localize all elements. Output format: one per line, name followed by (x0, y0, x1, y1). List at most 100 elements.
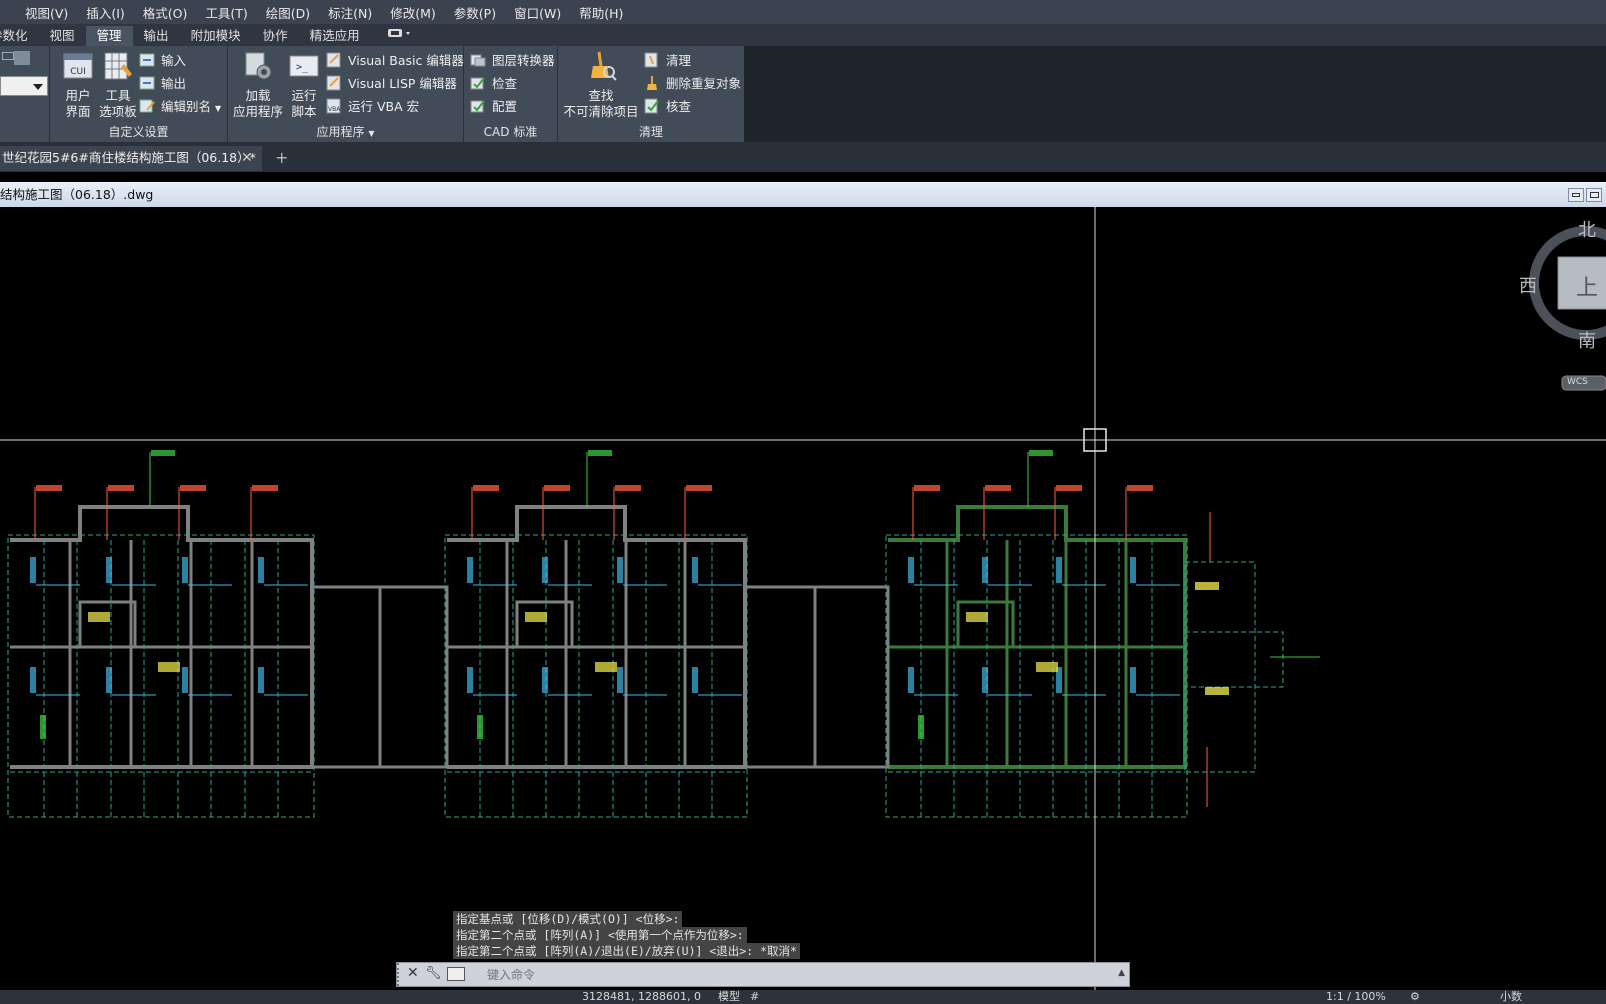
viewcube-north[interactable]: 北 (1578, 220, 1596, 241)
panel-title-customize[interactable]: 自定义设置 (108, 125, 169, 139)
viewcube-ring (1529, 226, 1606, 391)
grid-icon[interactable]: # (750, 990, 760, 1003)
beam-tag (617, 667, 623, 693)
coordinate-readout[interactable]: 3128481, 1288601, 0 (582, 990, 701, 1003)
beam-tag (686, 485, 712, 491)
panel-customize: CUI 用户 界面 工具 选项板 输入 输出 编辑别名 ▼ 自定义设置 (50, 46, 228, 142)
viewcube-south[interactable]: 南 (1578, 331, 1596, 352)
close-icon[interactable]: ✕ (241, 150, 253, 166)
run-script-icon: >_ (289, 55, 319, 77)
beam-outline (444, 534, 748, 818)
load-application-icon (245, 52, 272, 80)
menu-dimension[interactable]: 标注(N) (328, 5, 373, 21)
drawing-window-title: 结构施工图（06.18）.dwg (0, 187, 154, 202)
beam-tag (1205, 687, 1229, 695)
beam-tag (106, 667, 112, 693)
tab-manage[interactable]: 管理 (85, 26, 133, 46)
viewcube-west[interactable]: 西 (1519, 276, 1537, 297)
beam-tag (1029, 450, 1053, 456)
units-display[interactable]: 小数 (1500, 990, 1522, 1003)
close-icon[interactable]: ✕ (407, 965, 419, 981)
export-button[interactable]: 输出 (139, 73, 186, 95)
tab-parametric[interactable]: 参数化 (0, 28, 28, 43)
annotation-scale[interactable]: 1:1 / 100% (1326, 990, 1386, 1003)
workspace-dropdown[interactable] (0, 76, 48, 96)
file-tab-bar: 世纪花园5#6#商住楼结构施工图（06.18）* ✕ + (0, 142, 1606, 172)
maximize-window-button[interactable] (1586, 188, 1602, 202)
file-tab-active[interactable]: 世纪花园5#6#商住楼结构施工图（06.18）* ✕ (0, 146, 262, 171)
wrench-icon[interactable]: 🔧︎ (425, 966, 442, 981)
layer-translator-button[interactable]: 图层转换器 (470, 50, 555, 72)
panel-purge: 查找 不可清除项目 清理 删除重复对象 核查 清理 (558, 46, 744, 142)
menu-insert[interactable]: 插入(I) (86, 5, 125, 21)
audit-button[interactable]: 核查 (644, 96, 691, 118)
model-space-button[interactable]: 模型 (718, 990, 740, 1003)
chevron-down-icon: ▼ (215, 104, 222, 113)
beam-tag (106, 557, 112, 583)
menu-window[interactable]: 窗口(W) (514, 5, 562, 21)
wall-core (515, 600, 574, 649)
chevron-up-icon[interactable]: ▲ (1118, 968, 1125, 978)
command-history: 指定基点或 [位移(D)/模式(O)] <位移>: 指定第二个点或 [阵列(A)… (453, 911, 800, 959)
command-history-line: 指定第二个点或 [阵列(A)] <使用第一个点作为位移>: (453, 927, 747, 943)
ribbon-panel-area: CUI 用户 界面 工具 选项板 输入 输出 编辑别名 ▼ 自定义设置 加载 应… (0, 46, 744, 142)
menu-view[interactable]: 视图(V) (25, 5, 69, 21)
tool-palettes-button[interactable]: 工具 选项板 (94, 50, 142, 120)
drawing-window-titlebar[interactable]: 结构施工图（06.18）.dwg (0, 182, 1606, 207)
purge-button[interactable]: 清理 (644, 50, 691, 72)
new-tab-button[interactable]: + (275, 148, 289, 167)
run-script-button[interactable]: >_ 运行 脚本 (280, 50, 328, 120)
vba-editor-button[interactable]: Visual Basic 编辑器 (326, 50, 464, 72)
user-interface-button[interactable]: CUI 用户 界面 (54, 50, 102, 120)
viewcube-top-face[interactable]: 上 (1576, 276, 1599, 301)
beam-tag (182, 667, 188, 693)
broom-search-icon (591, 51, 617, 81)
check-standards-button[interactable]: 检查 (470, 73, 517, 95)
command-line-grip[interactable] (397, 963, 403, 986)
pickbox-cursor (1083, 428, 1107, 452)
wcs-menu[interactable]: WCS (1567, 377, 1588, 387)
configure-standards-button[interactable]: 配置 (470, 96, 517, 118)
tab-featured-apps[interactable]: 精选应用 (309, 28, 360, 43)
restore-window-button[interactable] (1568, 188, 1584, 202)
configure-standards-icon (470, 100, 485, 113)
beam-tag (1056, 485, 1082, 491)
gear-icon[interactable]: ⚙ (1410, 990, 1420, 1003)
structural-floor-plan[interactable] (0, 207, 1606, 1004)
maximize-icon (1590, 192, 1599, 198)
menu-format[interactable]: 格式(O) (142, 5, 188, 21)
menu-parametric[interactable]: 参数(P) (453, 5, 497, 21)
import-button[interactable]: 输入 (139, 50, 186, 72)
beam-tag (473, 485, 499, 491)
beam-tag (30, 667, 36, 693)
command-input[interactable] (451, 965, 1101, 985)
menu-help[interactable]: 帮助(H) (579, 5, 624, 21)
menu-bar: 视图(V) 插入(I) 格式(O) 工具(T) 绘图(D) 标注(N) 修改(M… (0, 0, 1606, 24)
find-non-purgeable-label: 查找 不可清除项目 (563, 88, 639, 119)
tab-view[interactable]: 视图 (49, 28, 75, 43)
menu-modify[interactable]: 修改(M) (390, 5, 436, 21)
overkill-button[interactable]: 删除重复对象 (644, 73, 741, 95)
ribbon-display-toggle[interactable] (387, 26, 415, 46)
edit-aliases-button[interactable]: 编辑别名 ▼ (139, 96, 221, 118)
lisp-editor-button[interactable]: Visual LISP 编辑器 (326, 73, 457, 95)
find-non-purgeable-button[interactable]: 查找 不可清除项目 (560, 50, 642, 120)
menu-tools[interactable]: 工具(T) (205, 5, 248, 21)
tab-collaborate[interactable]: 协作 (262, 28, 288, 43)
panel-title-purge[interactable]: 清理 (638, 125, 663, 139)
beam-outline (7, 534, 315, 818)
menu-draw[interactable]: 绘图(D) (265, 5, 311, 21)
tab-addins[interactable]: 附加模块 (190, 28, 241, 43)
viewcube[interactable]: 北 西 南 上 WCS (1506, 214, 1606, 394)
drawing-canvas[interactable]: 北 西 南 上 WCS (0, 207, 1606, 1004)
tab-output[interactable]: 输出 (143, 28, 169, 43)
import-icon (139, 53, 155, 67)
panel-applications: 加载 应用程序 >_ 运行 脚本 Visual Basic 编辑器 Visual… (228, 46, 464, 142)
panel-title-applications[interactable]: 应用程序 ▼ (316, 125, 375, 139)
beam-tag (467, 557, 473, 583)
command-history-line: 指定第二个点或 [阵列(A)/退出(E)/放弃(U)] <退出>: *取消* (453, 943, 800, 959)
beam-tag (595, 662, 617, 672)
panel-title-cad-standards[interactable]: CAD 标准 (483, 125, 538, 139)
load-application-button[interactable]: 加载 应用程序 (232, 50, 284, 120)
